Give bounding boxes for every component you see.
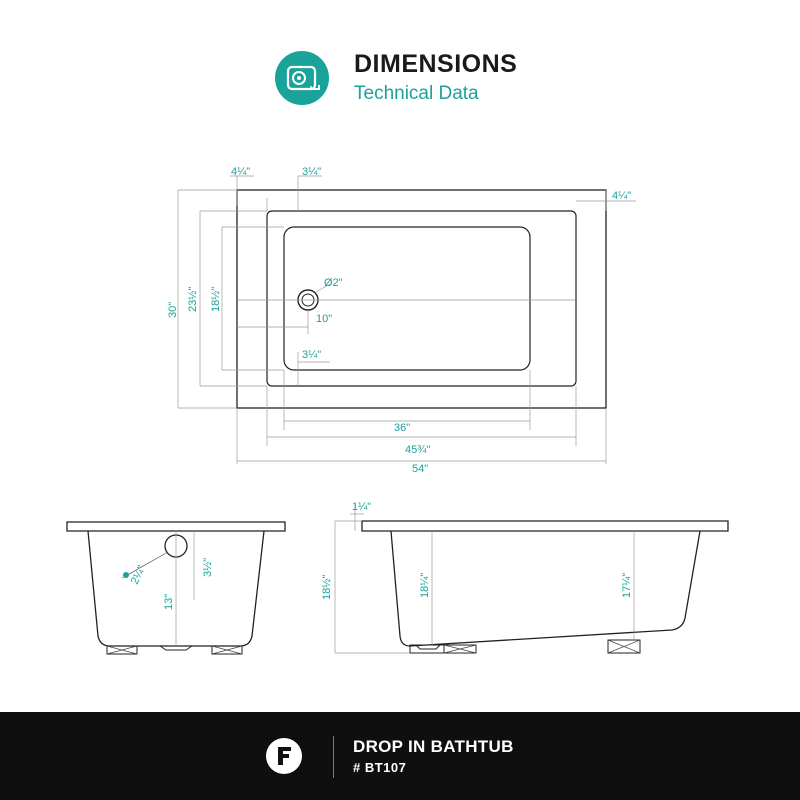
dim-overall-height: 18½" (321, 575, 333, 600)
page-title: DIMENSIONS (354, 50, 518, 78)
dim-interior-depth-left: 18¼" (419, 573, 431, 598)
dim-overall-depth: 30" (167, 302, 179, 318)
product-name: DROP IN BATHTUB (353, 737, 514, 756)
tub-bottom-outline (283, 226, 531, 371)
dim-overflow-diameter: 2¼" (129, 564, 148, 587)
technical-drawing: 4¼" 3¼" 4¼" Ø2" 10" 3¼" 36" 45¾" 54" 30"… (66, 166, 729, 655)
dim-bottom-width: 36" (394, 422, 410, 434)
tape-measure-icon (275, 51, 329, 105)
end-view (66, 521, 286, 655)
product-code: # BT107 (353, 760, 407, 775)
footer-bar: DROP IN BATHTUB # BT107 (0, 712, 800, 800)
dim-interior-width: 45¾" (405, 444, 430, 456)
dim-rim-right: 4¼" (612, 190, 631, 202)
tub-rim-outline (236, 189, 607, 409)
dim-interior-depth-right: 17¼" (621, 573, 633, 598)
dim-bottom-depth: 18½" (210, 287, 222, 312)
tub-interior-outline (266, 210, 577, 387)
dim-rim-top: 3¼" (302, 166, 321, 178)
brand-logo-icon (265, 737, 303, 775)
overflow-marker (123, 572, 129, 578)
top-view (177, 175, 636, 464)
side-view (334, 505, 729, 654)
dim-overflow-height: 13" (163, 594, 175, 610)
dim-overflow-to-rim: 3½" (202, 558, 214, 577)
dim-rim-bottom: 3¼" (302, 349, 321, 361)
dim-rim-thickness: 1¼" (352, 501, 371, 513)
dim-interior-depth: 23½" (187, 287, 199, 312)
dim-drain-diameter: Ø2" (324, 277, 343, 289)
page-subtitle: Technical Data (354, 83, 479, 104)
dim-overall-width: 54" (412, 463, 428, 475)
dim-drain-offset: 10" (316, 313, 332, 325)
footer-divider (333, 736, 334, 778)
dim-rim-left: 4¼" (231, 166, 250, 178)
header: DIMENSIONS Technical Data (275, 50, 575, 106)
